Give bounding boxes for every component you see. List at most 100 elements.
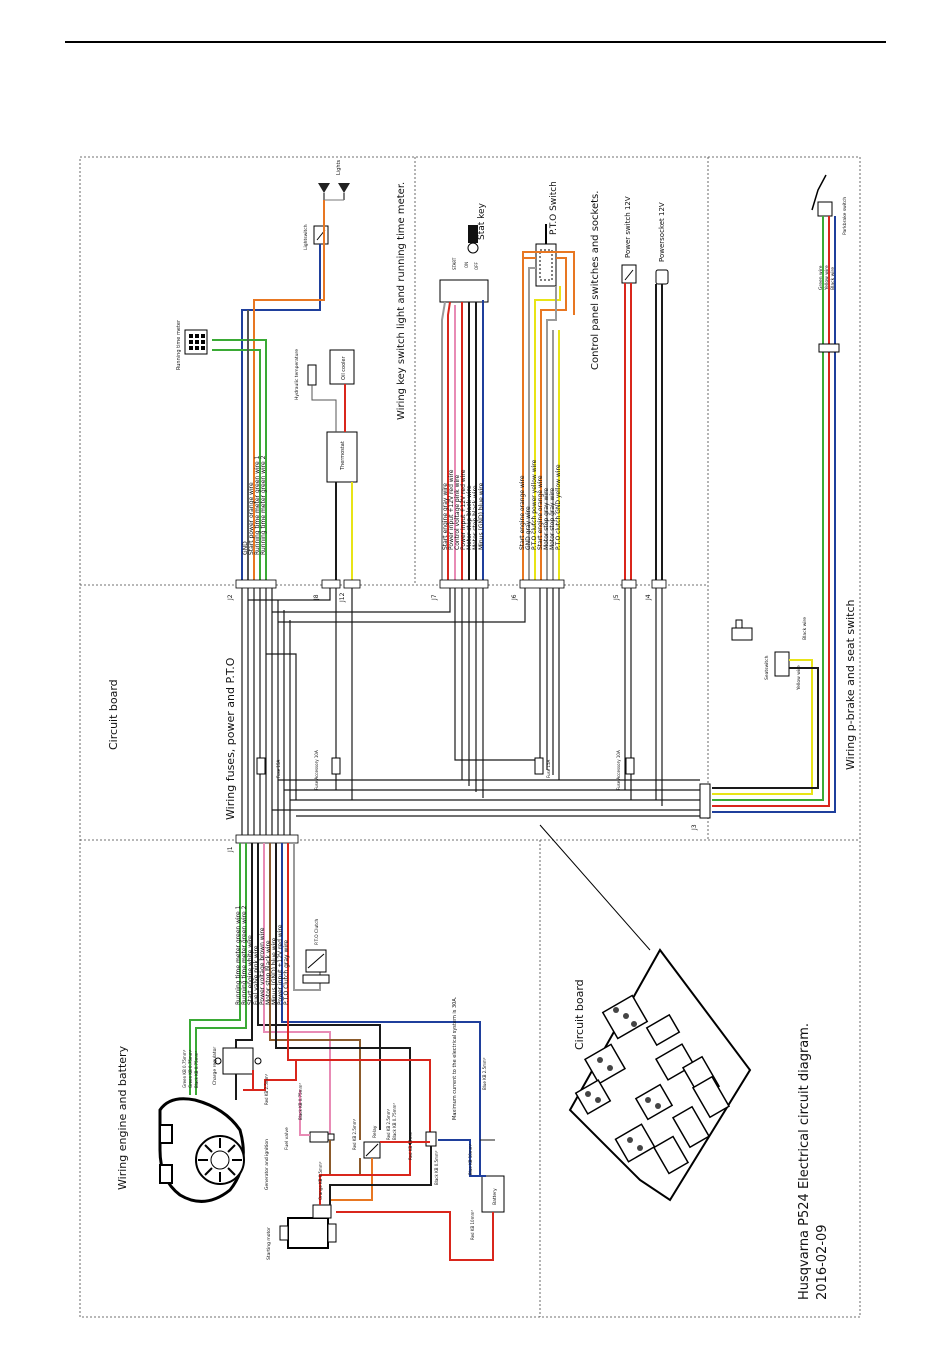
seatswitch-wire-label: Black wire — [802, 617, 808, 640]
fuse-icon — [331, 757, 341, 775]
j12-label: J12 — [339, 592, 346, 603]
engine-wire-label: Black KB 0.5mm² — [434, 1150, 439, 1185]
circuit-board-image — [568, 948, 752, 1202]
j1-wire-label: Fuel valve pink wire — [253, 945, 260, 1005]
stat-key: Stat key START ON OFF — [452, 202, 487, 270]
diagram-title: Husqvarna P524 Electrical circuit diagra… — [797, 1023, 812, 1300]
thermostat-label: Thermostat — [340, 441, 346, 471]
j5-label: J5 — [613, 594, 620, 601]
j6-wire-label: P.T.O clutch power yellow wire — [531, 459, 538, 550]
parkbrake-switch: Parkbrake switch — [811, 174, 848, 235]
seatswitch-wire-labels: Yellow wire Black wire — [796, 617, 808, 691]
running-time-meter-label: Running time meter — [176, 319, 182, 370]
starting-motor-label: Starting motor — [266, 1227, 272, 1260]
seat-wire-labels: Green wire Yellow wire Black wire — [818, 265, 836, 291]
j1-wiring — [189, 843, 481, 1175]
battery: Battery — [481, 1175, 505, 1213]
seatswitch-wire-label: Yellow wire — [796, 665, 802, 691]
section-board-bottom-label: Circuit board — [573, 979, 586, 1050]
fuses: Fuse 15A Fuse Accessory 10A Fuse 15A Fus… — [256, 750, 635, 790]
j7-wire-label: Power input +12V red wire — [448, 469, 455, 550]
thermostat-wiring — [311, 384, 353, 580]
charge-regulator: Charge regulator — [212, 1047, 262, 1085]
j2-wire-label: GND — [242, 541, 249, 555]
j1-wire-label: Minus (GND) blue wire — [271, 937, 278, 1005]
engine-wire-label: Red KB 2.5mm² — [386, 1108, 391, 1140]
max-current-note: Maximum current to the electrical system… — [452, 996, 458, 1120]
connector-labels: J2 J8 J12 J7 J6 J5 J4 J1 — [227, 592, 652, 853]
j8-label: J8 — [313, 594, 320, 601]
power-wiring — [624, 283, 663, 580]
engine-wire-label: Red KB 10mm² — [470, 1210, 475, 1240]
j2-label: J2 — [227, 594, 234, 601]
j2-wire-label: Start power orange wire — [248, 482, 255, 555]
engine-wire-label: Red KB 10mm² — [408, 1130, 413, 1160]
power-socket: Powersocket 12V — [655, 202, 669, 285]
section-frames — [79, 156, 861, 1318]
battery-label: Battery — [492, 1188, 498, 1205]
engine-wire-labels: Green KB 0.75mm² Green KB 0.75mm² Black … — [182, 1049, 487, 1240]
j7-wire-label: Control voltage pink wire — [454, 475, 461, 550]
seat-wire-label: Yellow wire — [824, 265, 830, 291]
j7-wire-label: Power input +12V red wire — [460, 469, 467, 550]
charge-regulator-label: Charge regulator — [212, 1047, 218, 1085]
engine-wire-label: Orange KB 0.5mm² — [318, 1161, 323, 1200]
engine-wire-label: Blue KB 10mm² — [468, 1143, 473, 1175]
pto-switch-label: P.T.O Switch — [549, 181, 559, 235]
fuel-valve: Fuel valve — [284, 1127, 335, 1150]
j7-wire-label: Start engine gray wire — [442, 483, 449, 550]
board-connectors — [235, 579, 667, 844]
j7-wire-label: Minus (GND) blue wire — [478, 482, 485, 550]
section-seat-label: Wiring p-brake and seat switch — [844, 599, 857, 770]
fuse-icon — [534, 757, 544, 775]
section-board-top-label: Circuit board — [107, 679, 120, 750]
j1-label: J1 — [227, 846, 234, 853]
oil-cooler-label: Oil cooler — [341, 355, 347, 380]
section-fuses-label: Wiring fuses, power and P.T.O — [224, 657, 237, 820]
pto-switch: P.T.O Switch — [535, 181, 559, 287]
power-socket-label: Powersocket 12V — [658, 202, 666, 262]
j2-wire-label: Running time meter green wire 1 — [254, 455, 261, 555]
j6-wire-label: GND gray wire — [525, 506, 532, 550]
engine-wire-label: Black KB 0.75mm² — [298, 1083, 303, 1120]
parkbrake-switch-label: Parkbrake switch — [842, 197, 848, 235]
engine-wire-label: Blue KB 2.5mm² — [482, 1057, 487, 1090]
section-engine-label: Wiring engine and battery — [116, 1045, 129, 1190]
fuse-label: Fuse 15A — [546, 759, 551, 778]
j6-wire-label: Start engine orange wire — [537, 475, 544, 550]
lightswitch-label: Lightswitch — [303, 224, 309, 250]
j2-wire-labels: GND Start power orange wire Running time… — [242, 455, 267, 555]
generator: Generator and ignition — [158, 1097, 270, 1203]
pto-switch-wiring — [522, 251, 575, 580]
j1-wire-label: P.T.O Clutch gray wire — [283, 940, 290, 1005]
j6-wire-label: Start engine orange wire — [519, 475, 526, 550]
j1-wire-labels: Running time meter green wire 1 Running … — [235, 905, 290, 1005]
key-position-on: ON — [464, 262, 469, 268]
seat-wire-label: Black wire — [830, 267, 836, 290]
engine-wire-label: Red KB 2.5mm² — [264, 1073, 269, 1105]
fuse-icon — [625, 757, 635, 775]
j7-wire-label: Motor stop black wire — [472, 485, 479, 550]
diagram-date: 2016-02-09 — [815, 1224, 830, 1300]
j4-label: J4 — [645, 594, 652, 601]
key-position-start: START — [452, 257, 457, 270]
engine-wire-label: Red KB 2.5mm² — [352, 1118, 357, 1150]
j1-wire-label: Power input +12V red wire — [277, 924, 284, 1005]
seatswitch-wiring — [712, 659, 819, 795]
running-time-meter: Running time meter — [176, 319, 208, 370]
seat-switch-label: Seatswitch — [764, 655, 770, 680]
power-switch: Power switch 12V — [621, 196, 637, 284]
j6-wire-labels: Start engine orange wire GND gray wire P… — [519, 459, 562, 550]
j3-label: J3 — [691, 824, 698, 831]
j1-wire-label: Motor stop black wire — [265, 940, 272, 1005]
j1-wire-label: Start engine white wire — [247, 935, 254, 1005]
fuse-label: Fuse Accessory 10A — [314, 750, 319, 790]
j7-wire-label: Motor stop black wire — [466, 485, 473, 550]
hydraulic-temp-sensor: Hydraulic temperature — [294, 349, 317, 400]
relay: Relay — [363, 1125, 381, 1159]
oil-cooler: Oil cooler — [329, 349, 355, 385]
j6-wire-label: Motor stop gray wire — [543, 488, 550, 550]
thermostat: Thermostat — [326, 431, 358, 483]
engine-wire-label: Black KB 0.75mm² — [392, 1103, 397, 1140]
